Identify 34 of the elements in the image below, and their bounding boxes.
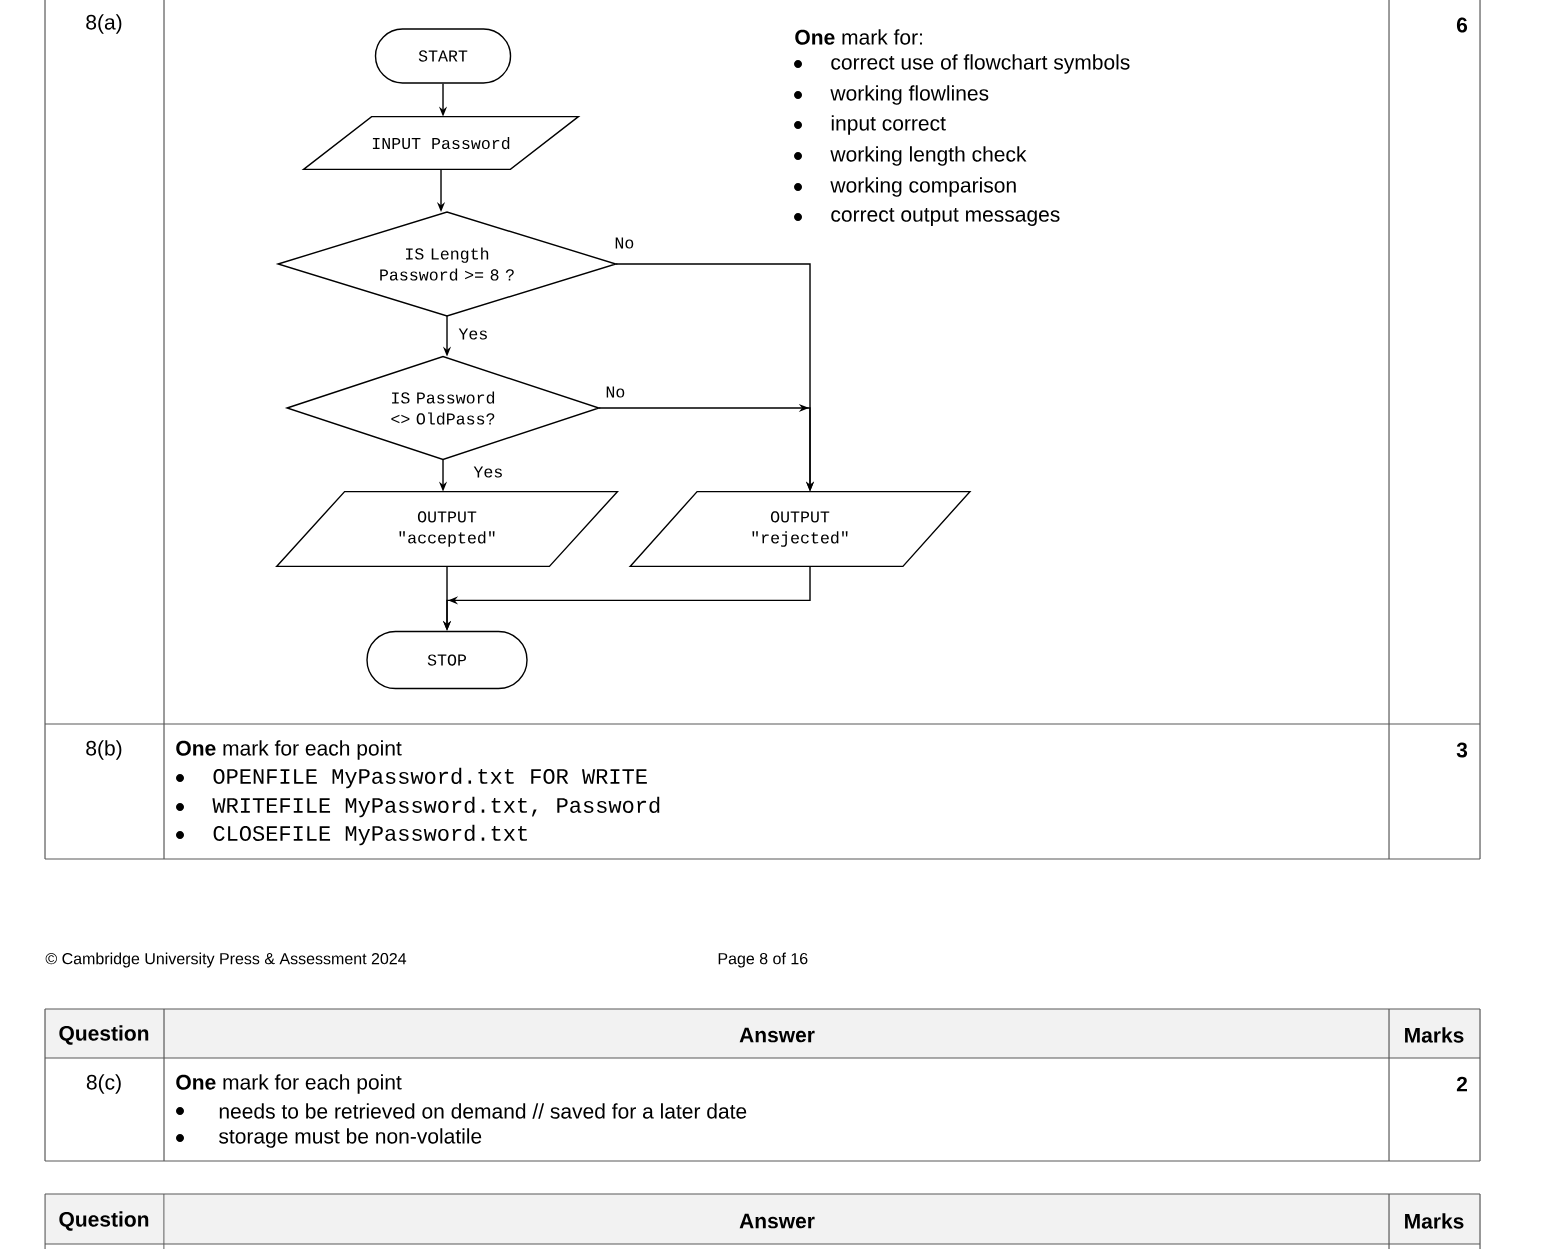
question-number: 8(c) xyxy=(86,1074,121,1094)
mark-point: working flowlines xyxy=(830,85,989,105)
column-header: Marks xyxy=(1405,1213,1464,1229)
edge-label: No xyxy=(603,384,628,400)
edge-label: Yes xyxy=(456,326,491,342)
mark-scheme-heading: One mark for each point xyxy=(176,740,402,760)
terminal-box: STOP xyxy=(366,630,528,690)
code-line: WRITEFILE MyPassword.txt, Password xyxy=(212,796,660,818)
code-line: OPENFILE MyPassword.txt FOR WRITE xyxy=(213,767,647,789)
page-number: Page 8 of 16 xyxy=(718,952,808,968)
terminal-box: START xyxy=(374,28,512,84)
column-header: Question xyxy=(59,1211,149,1231)
question-number: 8(b) xyxy=(86,740,122,760)
mark-point: working length check xyxy=(830,146,1027,166)
column-header: Question xyxy=(59,1025,149,1045)
mark-point: storage must be non-volatile xyxy=(219,1128,482,1148)
mark-scheme-heading: One mark for each point xyxy=(176,1074,402,1094)
marks-value: 2 xyxy=(1456,1076,1467,1092)
copyright-notice: © Cambridge University Press & Assessment 2024 xyxy=(45,952,407,968)
mark-point: working comparison xyxy=(830,177,1016,197)
column-header: Marks xyxy=(1405,1027,1464,1043)
marks-value: 3 xyxy=(1456,742,1468,758)
mark-point: input correct xyxy=(831,115,946,135)
mark-scheme-heading: One mark for: xyxy=(795,29,922,45)
mark-point: correct use of flowchart symbols xyxy=(831,54,1130,74)
mark-point: needs to be retrieved on demand // saved for a later date xyxy=(219,1103,747,1119)
column-header: Answer xyxy=(739,1027,815,1043)
question-number: 8(a) xyxy=(86,14,122,34)
mark-point: correct output messages xyxy=(831,208,1060,226)
marks-value: 6 xyxy=(1456,17,1468,33)
edge-label: Yes xyxy=(471,464,506,480)
code-line: CLOSEFILE MyPassword.txt xyxy=(213,824,527,846)
input-output-box: OUTPUT "accepted" xyxy=(275,490,619,568)
column-header: Answer xyxy=(739,1213,815,1229)
